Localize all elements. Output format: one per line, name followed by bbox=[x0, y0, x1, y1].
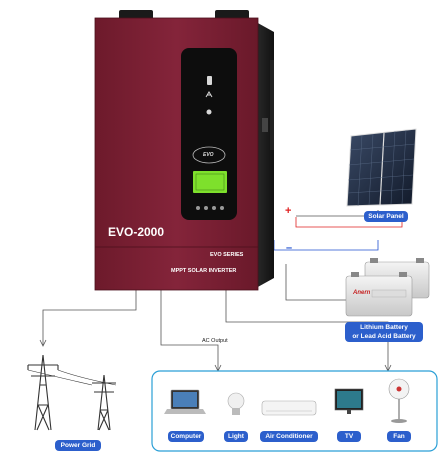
inverter bbox=[94, 10, 274, 291]
light-bulb-icon bbox=[227, 392, 245, 415]
batteries bbox=[345, 258, 430, 317]
inverter-model: EVO-2000 bbox=[108, 225, 165, 239]
appliance-label-computer: Computer bbox=[168, 431, 204, 442]
button-4 bbox=[220, 206, 224, 210]
computer-icon bbox=[164, 389, 206, 414]
positive-terminal: + bbox=[285, 205, 292, 217]
appliance-label-light: Light bbox=[224, 431, 248, 442]
solar-panel-label: Solar Panel bbox=[364, 211, 408, 222]
wire-grid bbox=[42, 290, 137, 345]
appliance-label-fan: Fan bbox=[387, 431, 411, 442]
power-grid-label: Power Grid bbox=[55, 440, 101, 451]
battery-icon bbox=[207, 76, 212, 85]
fan-icon bbox=[388, 378, 410, 423]
appliance-label-tv: TV bbox=[337, 431, 361, 442]
power-grid-towers bbox=[27, 354, 117, 431]
evo-badge-label: EVO bbox=[203, 152, 214, 158]
evo-badge bbox=[192, 146, 226, 164]
ac-output-label: AC Output bbox=[201, 338, 229, 344]
tv-icon bbox=[334, 388, 364, 414]
button-2 bbox=[204, 206, 208, 210]
load-icon bbox=[206, 109, 212, 115]
inverter-subtitle: MPPT SOLAR INVERTER bbox=[171, 268, 237, 274]
solar-panel bbox=[346, 128, 417, 207]
button-3 bbox=[212, 206, 216, 210]
battery-label: Lithium Battery or Lead Acid Battery bbox=[345, 322, 423, 342]
grid-icon bbox=[205, 91, 213, 98]
air-conditioner-icon bbox=[261, 400, 317, 416]
negative-terminal: – bbox=[286, 242, 293, 254]
control-panel bbox=[181, 48, 237, 220]
battery-brand: Anern bbox=[353, 290, 371, 296]
lcd-screen bbox=[193, 171, 227, 193]
wire-ac-output bbox=[160, 290, 219, 370]
wire-grid-arrow bbox=[39, 339, 47, 347]
appliance-label-air-conditioner: Air Conditioner bbox=[260, 431, 318, 442]
inverter-series: EVO SERIES bbox=[210, 252, 244, 258]
wire-battery bbox=[285, 264, 360, 301]
button-1 bbox=[196, 206, 200, 210]
wire-positive bbox=[295, 217, 403, 228]
